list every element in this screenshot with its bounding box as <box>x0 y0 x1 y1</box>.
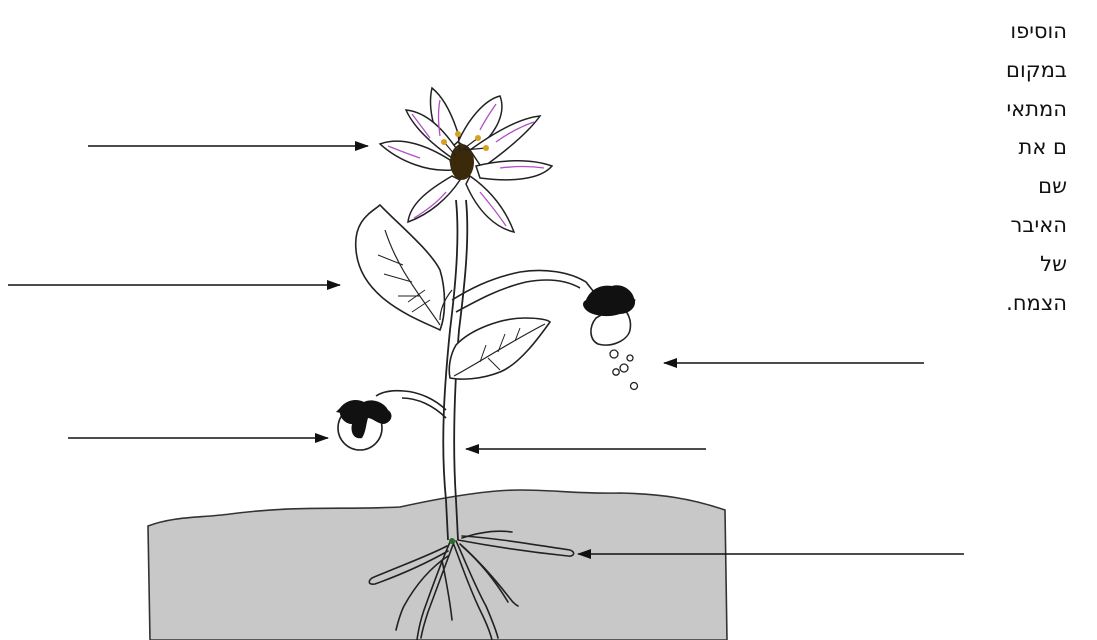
instruction-line: ם את <box>977 128 1067 167</box>
instruction-line: במקום <box>977 51 1067 90</box>
leaf-middle-right <box>449 318 550 379</box>
instruction-line: של <box>977 245 1067 284</box>
instruction-line: המתאי <box>977 90 1067 129</box>
left-fruit <box>336 400 391 450</box>
leaf-upper-left <box>356 205 445 330</box>
instruction-text: הוסיפו במקום המתאי ם את שם האיבר של הצמח… <box>977 12 1067 322</box>
instruction-line: שם <box>977 167 1067 206</box>
seeds <box>610 350 638 390</box>
right-fruit <box>583 285 636 345</box>
instruction-line: הוסיפו <box>977 12 1067 51</box>
right-branch <box>452 270 600 312</box>
instruction-line: האיבר <box>977 206 1067 245</box>
instruction-line: הצמח. <box>977 284 1067 323</box>
root-node <box>449 538 455 544</box>
soil <box>148 490 727 640</box>
